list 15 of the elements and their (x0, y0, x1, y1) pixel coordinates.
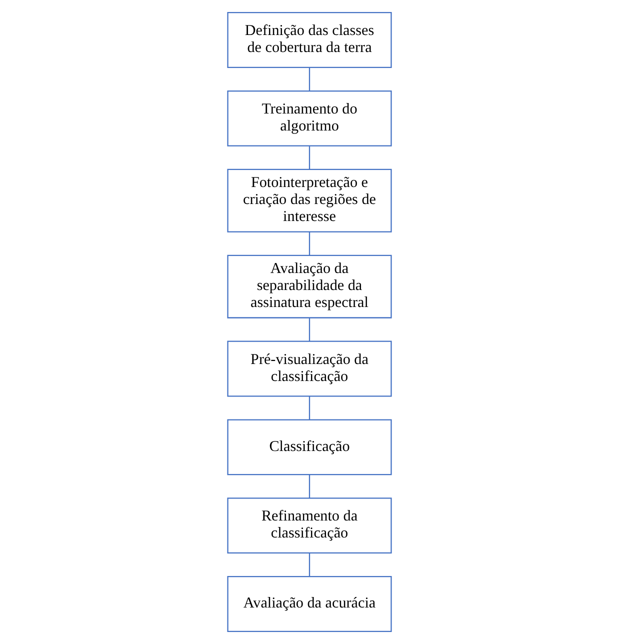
node-box: Classificação (227, 419, 392, 476)
connector (308, 396, 310, 420)
node-box: Treinamento do algoritmo (227, 90, 392, 146)
connector (308, 67, 310, 91)
node-box: Definição das classes de cobertura da terra (227, 12, 392, 68)
connector (308, 146, 310, 170)
connector (308, 232, 310, 256)
node-box: Refinamento da classificação (227, 498, 392, 554)
connector (308, 474, 310, 498)
connector (308, 553, 310, 576)
node-box: Fotointerpretação e criação das regiões de interesse (227, 168, 392, 232)
node-box: Avaliação da separabilidade da assinatura espectral (227, 254, 392, 318)
node-box: Pré-visualização da classificação (227, 340, 392, 397)
connector (308, 318, 310, 342)
node-box: Avaliação da acurácia (227, 576, 392, 632)
